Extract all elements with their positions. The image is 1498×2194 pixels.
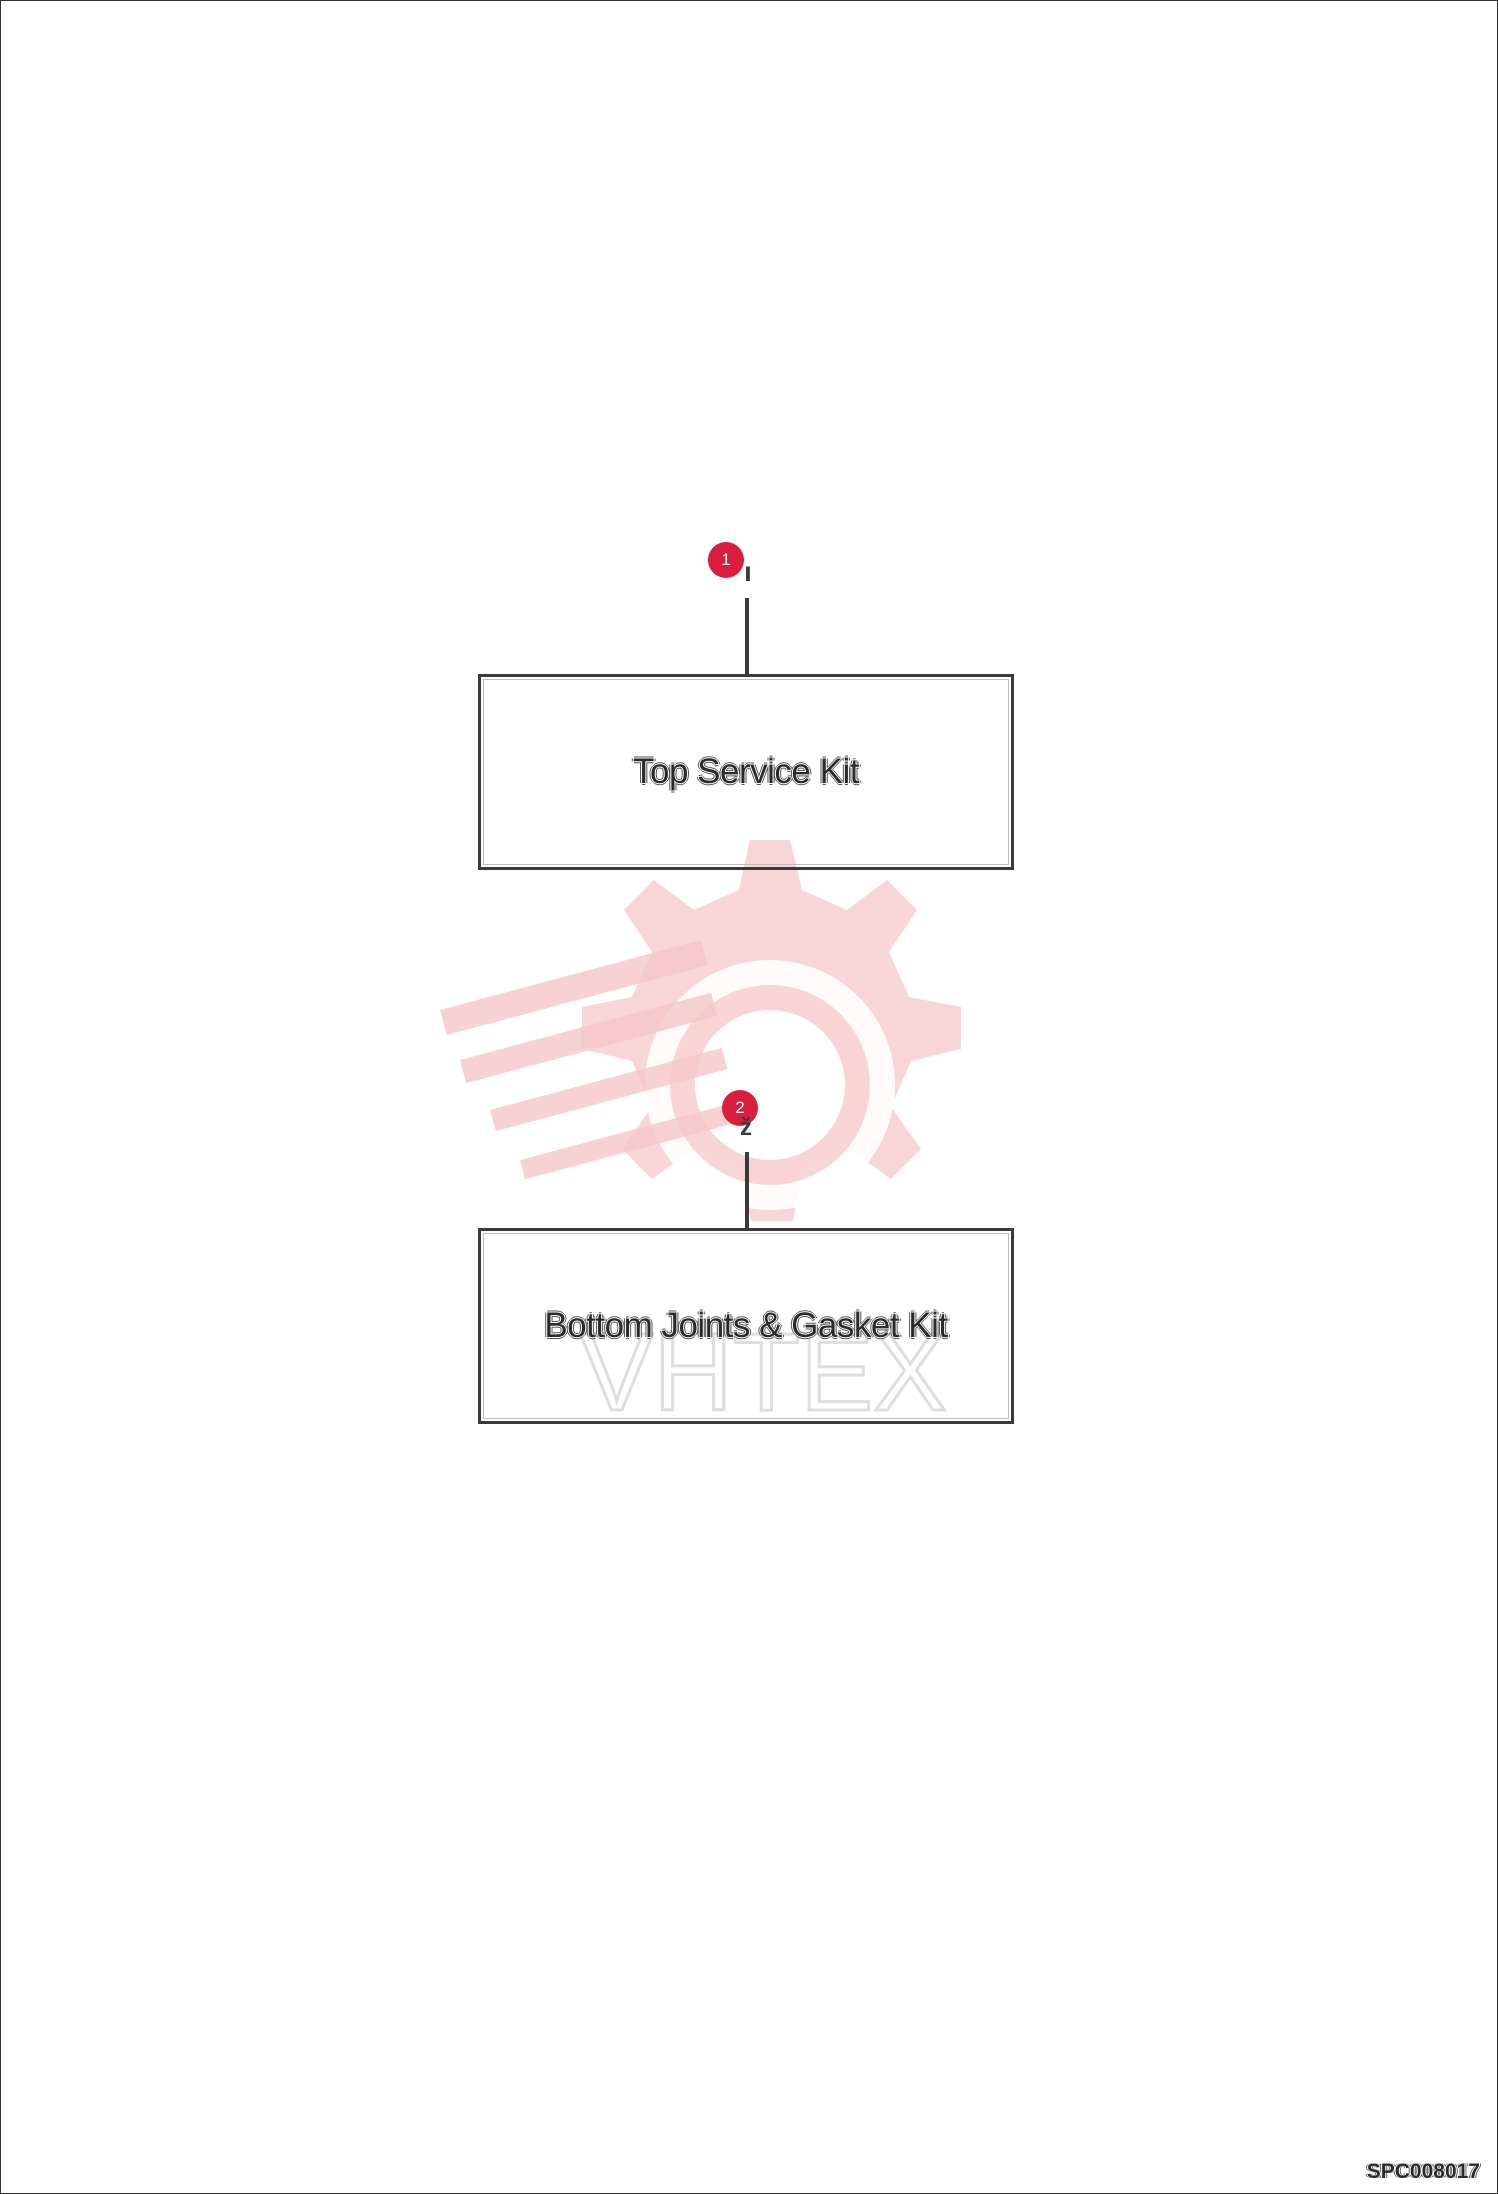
leader-line-1: [745, 598, 749, 676]
callout-1[interactable]: 1: [708, 542, 744, 578]
callout-1-number: 1: [721, 550, 731, 569]
bottom-joints-gasket-kit-box[interactable]: Bottom Joints & Gasket Kit: [478, 1228, 1014, 1424]
callout-2-tick: ž: [740, 1114, 752, 1141]
top-service-kit-label: Top Service Kit: [633, 752, 859, 791]
watermark-gear-wrench-logo: VHTEX: [440, 840, 961, 1430]
callout-2-number: 2: [735, 1098, 745, 1117]
top-service-kit-box[interactable]: Top Service Kit: [478, 674, 1014, 870]
bottom-joints-gasket-kit-label: Bottom Joints & Gasket Kit: [544, 1306, 948, 1345]
drawing-code: SPC008017: [1366, 2160, 1480, 2183]
callout-1-tick: ı: [744, 556, 752, 587]
watermark-wordmark: VHTEX: [580, 1311, 947, 1430]
leader-line-2: [745, 1152, 749, 1230]
callout-2[interactable]: 2: [722, 1090, 758, 1126]
